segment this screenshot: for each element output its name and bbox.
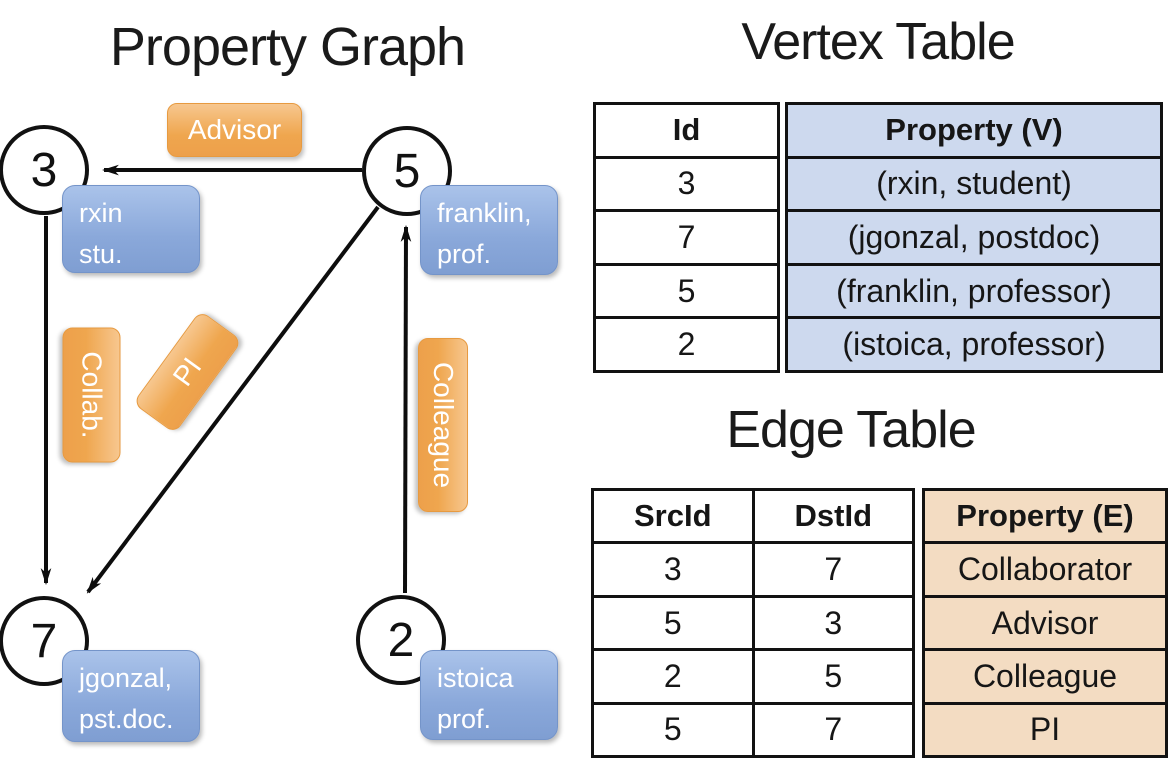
edge-table-header-property: Property (E) [956,498,1134,534]
edge-table-property-cell: Colleague [925,648,1165,701]
vertex-table-id-cell: 7 [596,209,777,263]
edge-table-srcid-cell: 5 [594,701,752,755]
edge-table-dstid-column: DstId 7 3 5 7 [751,491,912,755]
vertex-property-box-rxin: rxin stu. [62,185,200,273]
edge-table-srcid-cell: 5 [594,594,752,648]
vertex-table-id-cell: 3 [596,155,777,210]
edge-table-header-srcid: SrcId [633,498,712,534]
vertex-node-3: 3 [0,125,89,215]
edge-table-dstid-cell: 7 [754,541,912,594]
edge-label-advisor: Advisor [167,103,302,157]
vertex-node-3-id: 3 [30,143,58,197]
edge-table-title: Edge Table [726,401,976,459]
vertex-table-property-cell: (jgonzal, postdoc) [788,209,1160,263]
vertex-table-property-cell: (istoica, professor) [788,316,1160,370]
vertex-table-title: Vertex Table [741,13,1015,71]
vertex-table-header-property: Property (V) [885,112,1063,148]
edge-table-id-columns: SrcId 3 5 2 5 DstId 7 3 5 7 [591,488,915,758]
edge-table-property-cell: Collaborator [925,541,1165,594]
vertex-node-2-id: 2 [387,613,415,667]
vertex-table-property-cell: (rxin, student) [788,155,1160,210]
vertex-property-line: pst.doc. [79,704,174,735]
vertex-property-box-jgonzal: jgonzal, pst.doc. [62,650,200,742]
vertex-node-5-id: 5 [393,144,421,198]
vertex-table-id-cell: 2 [596,316,777,370]
vertex-property-line: franklin, [437,198,532,228]
edge-table-srcid-cell: 3 [594,541,752,594]
edge-label-collab: Collab. [62,327,121,463]
edge-table-srcid-column: SrcId 3 5 2 5 [594,491,752,755]
edge-table-dstid-cell: 3 [754,594,912,648]
vertex-property-box-franklin: franklin, prof. [420,185,558,275]
edge-table-srcid-cell: 2 [594,648,752,701]
vertex-property-line: istoica [437,663,514,693]
edge-table-property-cell: Advisor [925,594,1165,648]
edge-table-header-dstid: DstId [794,498,873,534]
edge-pi-5-to-7 [86,205,380,594]
edge-table-property-column: Property (E) Collaborator Advisor Collea… [922,488,1168,758]
vertex-table-id-cell: 5 [596,262,777,317]
vertex-property-line: stu. [79,239,123,270]
vertex-property-line: prof. [437,704,492,735]
vertex-property-line: prof. [437,239,492,270]
edge-colleague-2-to-5 [400,224,412,594]
vertex-property-line: rxin [79,198,123,228]
vertex-node-7-id: 7 [30,614,58,668]
edge-table-dstid-cell: 5 [754,648,912,701]
vertex-table-header-id: Id [672,112,701,148]
edge-label-colleague: Colleague [418,338,468,512]
vertex-property-line: jgonzal, [79,663,173,693]
edge-table-dstid-cell: 7 [754,701,912,755]
vertex-property-box-istoica: istoica prof. [420,650,558,740]
vertex-table-property-column: Property (V) (rxin, student) (jgonzal, p… [785,102,1163,373]
vertex-table-property-cell: (franklin, professor) [788,262,1160,317]
edge-table-property-cell: PI [925,701,1165,755]
vertex-table-id-column: Id 3 7 5 2 [593,102,780,373]
property-graph-title: Property Graph [109,17,466,77]
